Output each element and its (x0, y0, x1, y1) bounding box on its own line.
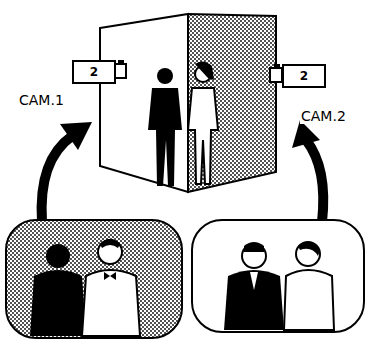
camera-body: 2 (282, 64, 326, 88)
camera-number: 2 (90, 66, 98, 78)
camera-body: 2 (72, 60, 116, 84)
camera-number: 2 (300, 70, 308, 82)
camera-label: CAM.2 (300, 108, 347, 124)
camera-label: CAM.1 (18, 92, 65, 108)
